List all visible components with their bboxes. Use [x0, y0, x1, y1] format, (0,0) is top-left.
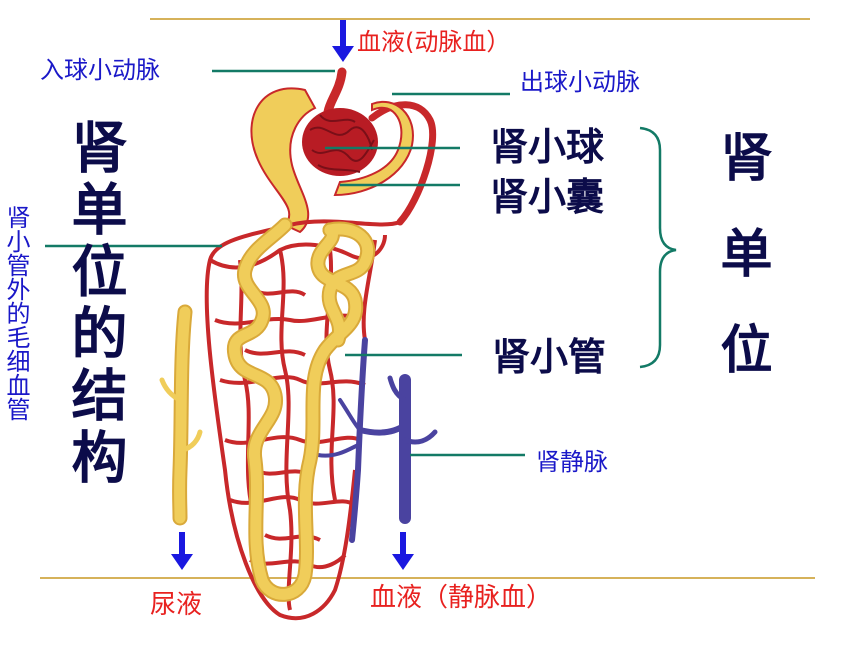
label-glomerulus: 肾小球: [490, 125, 605, 169]
bottom-rule: [40, 577, 815, 579]
afferent-arteriole: [323, 67, 347, 117]
label-tubule: 肾小管: [492, 335, 607, 379]
top-rule: [150, 18, 810, 20]
label-renal-vein: 肾静脉: [536, 448, 608, 476]
title-nephron-text: 肾单位: [711, 130, 771, 418]
glomerulus-ball: [302, 108, 378, 176]
flow-arrows: [171, 20, 414, 570]
leader-lines: [45, 69, 525, 457]
arrow-blood-out: [392, 532, 414, 570]
title-nephron-structure-text: 肾单位的结构: [62, 118, 127, 490]
label-urine: 尿液: [150, 590, 203, 620]
label-blood-out: 血液（静脉血）: [370, 583, 553, 613]
label-blood-in: 血液(动脉血）: [357, 28, 511, 56]
title-nephron-structure: 肾单位的结构: [62, 118, 127, 490]
renal-vein-vessel: [316, 337, 438, 543]
arrow-blood-in: [332, 20, 354, 62]
label-capsule: 肾小囊: [490, 175, 605, 219]
label-efferent-arteriole: 出球小动脉: [520, 68, 640, 96]
arrow-urine: [171, 532, 193, 570]
title-peritubular-capillaries: 肾小管外的毛细血管: [2, 205, 30, 421]
title-nephron: 肾单位: [711, 130, 771, 418]
label-afferent-arteriole: 入球小动脉: [40, 56, 160, 84]
renal-tubule: [159, 217, 375, 602]
title-peritubular-capillaries-text: 肾小管外的毛细血管: [2, 205, 30, 421]
nephron-brace: [639, 126, 677, 369]
